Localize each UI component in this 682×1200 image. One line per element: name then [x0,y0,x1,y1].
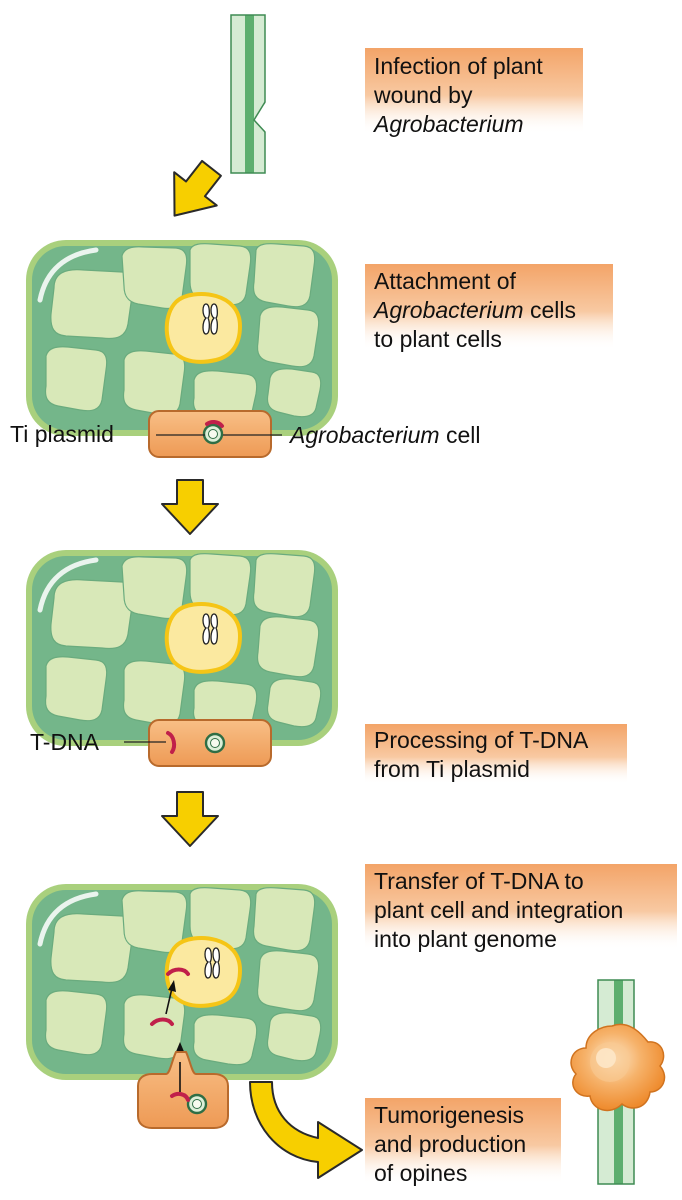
transit-arrow-1 [165,987,173,1015]
step2-line2-italic: Agrobacterium [374,297,524,323]
step5-line1: Tumorigenesis [374,1102,524,1128]
down-arrow-2 [161,791,219,847]
step5-label: Tumorigenesis and production of opines [374,1101,526,1188]
agro-cell-label-rest: cell [439,422,481,448]
step5-line2: and production [374,1131,527,1157]
plant-cell-1 [26,240,338,436]
step4-band [365,864,677,950]
step2-line2-rest: cells [523,297,576,323]
step2-label: Attachment of Agrobacterium cells to pla… [374,267,576,354]
step4-line1: Transfer of T-DNA to [374,868,584,894]
step2-band [365,264,613,350]
step2-line1: Attachment of [374,268,516,294]
step3-line1: Processing of T-DNA [374,727,589,753]
step1-label: Infection of plant wound by Agrobacteriu… [374,52,543,139]
agrobacterium-cell-3 [137,1051,229,1129]
t-dna-integrating [166,967,190,976]
agrobacterium-cell-label: Agrobacterium cell [290,422,480,448]
step5-band [365,1098,561,1184]
t-dna-in-plasmid [205,419,224,428]
step3-band [365,724,627,784]
step1-line3-italic: Agrobacterium [374,111,524,137]
plant-cell-2 [26,550,338,746]
step1-line2: wound by [374,82,473,108]
step4-label: Transfer of T-DNA to plant cell and inte… [374,867,623,954]
label-bands [365,48,677,1184]
step5-line3: of opines [374,1160,468,1186]
t-dna-fragment [166,731,177,754]
wound-notch [254,102,266,132]
t-dna-transit [150,1017,174,1026]
agro-cell-label-italic: Agrobacterium [290,422,440,448]
agrobacterium-cell-2 [124,719,272,767]
step4-line2: plant cell and integration [374,897,624,923]
step1-line1: Infection of plant [374,53,543,79]
curved-arrow-tumor [249,1081,363,1179]
step4-line3: into plant genome [374,926,557,952]
step3-line2: from Ti plasmid [374,756,530,782]
step1-band [365,48,583,134]
wounded-stem [230,14,266,174]
tumor-stem [570,979,666,1185]
infection-arrow [173,159,222,217]
step2-line3: to plant cells [374,326,502,352]
agrobacterium-cell-1 [148,410,282,458]
step3-label: Processing of T-DNA from Ti plasmid [374,726,588,784]
down-arrow-1 [161,479,219,535]
t-dna-label: T-DNA [30,729,99,755]
ti-plasmid-label: Ti plasmid [10,421,114,447]
